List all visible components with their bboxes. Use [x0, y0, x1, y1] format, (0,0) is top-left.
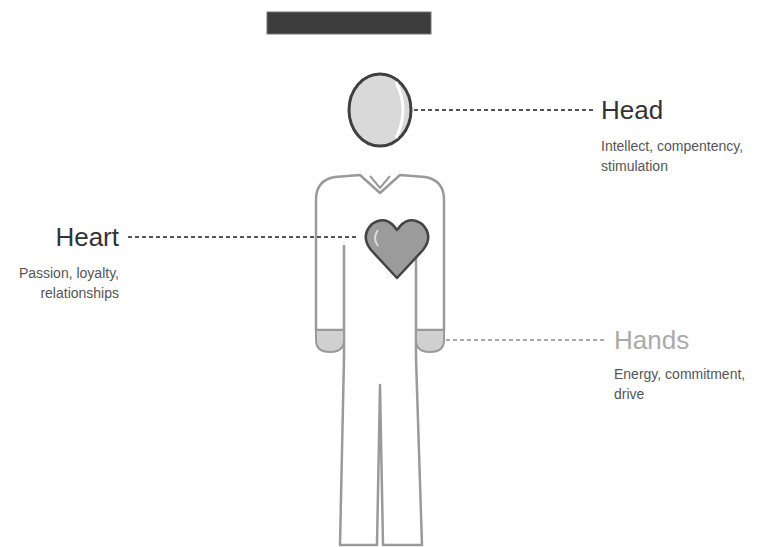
hand-cuff: [416, 330, 444, 352]
head-shape: [349, 74, 411, 146]
part-heading: Hands: [614, 325, 754, 355]
part-description: Passion, loyalty, relationships: [7, 263, 119, 303]
leader-line: [414, 109, 594, 111]
hand-cuff: [316, 330, 344, 352]
heart-shape: [366, 220, 429, 278]
head-highlight: [396, 82, 403, 138]
leader-line: [446, 339, 606, 341]
body-outline: [316, 175, 444, 545]
part-description: Energy, commitment, drive: [614, 364, 759, 404]
arm-line: [343, 245, 346, 330]
neck-line: [370, 176, 390, 188]
heart-highlight: [375, 230, 378, 246]
part-description: Intellect, compentency, stimulation: [601, 136, 761, 176]
part-heading: Heart: [7, 222, 119, 252]
title-bar: [267, 12, 431, 34]
part-heading: Head: [601, 95, 751, 125]
leader-line: [128, 236, 356, 238]
